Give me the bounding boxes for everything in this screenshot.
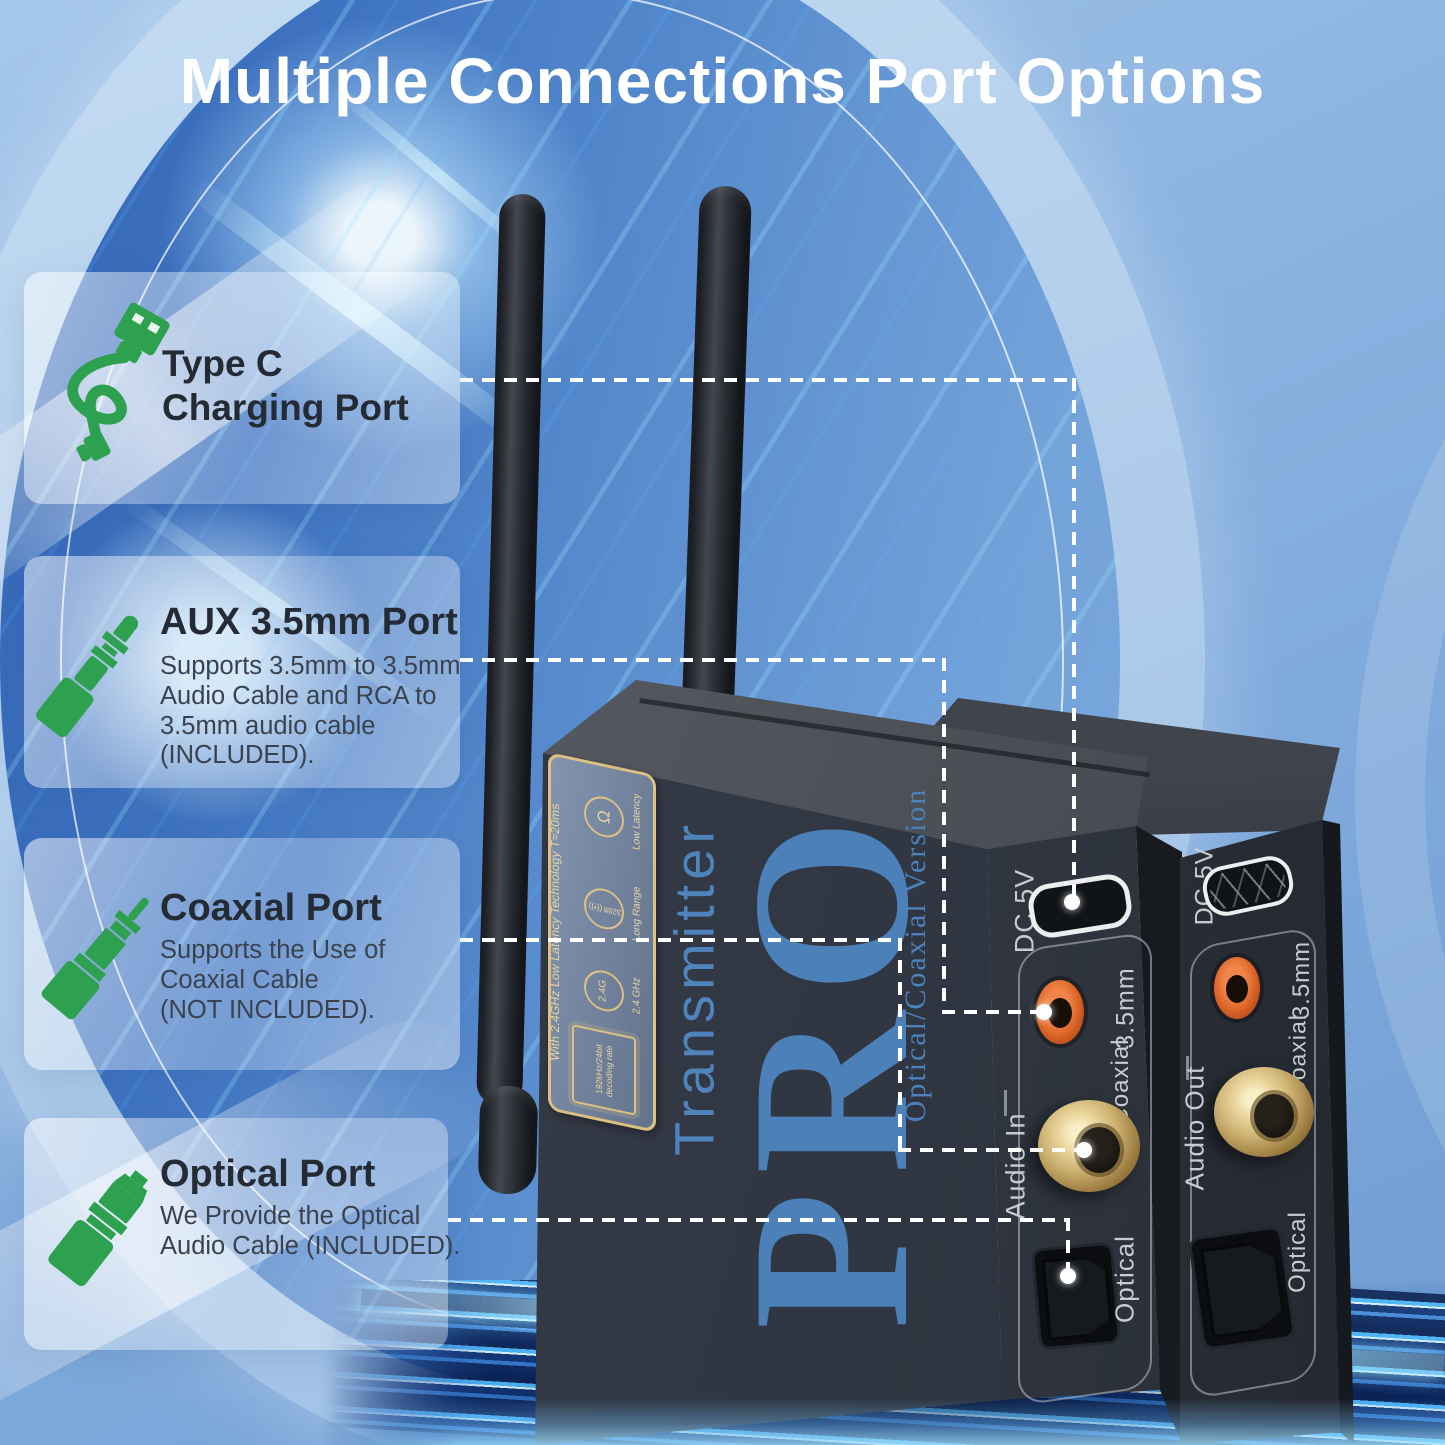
spec-badge-strip-text: With 2.4GHz Low Latency Technology T≈20m…	[548, 801, 562, 1062]
leader-coaxial-dot	[1076, 1142, 1092, 1158]
usb-c-pin-hatch	[1207, 860, 1289, 912]
aux-jack-icon	[4, 585, 175, 765]
label-separator	[1004, 1090, 1007, 1116]
optical-plug-icon	[12, 1141, 183, 1321]
callout-body-line: (INCLUDED).	[160, 741, 315, 770]
leader-optical-dot	[1060, 1268, 1076, 1284]
receiver-optical-label: Optical	[1284, 1211, 1311, 1293]
leader-aux-dot	[1036, 1004, 1052, 1020]
faint-right-ring	[1355, 150, 1445, 1440]
low-latency-label: Low Latency	[631, 792, 643, 852]
receiver-optical-port	[1187, 1225, 1297, 1351]
leader-type-c-dot	[1064, 894, 1080, 910]
callout-heading: Coaxial Port	[160, 887, 382, 929]
callout-heading: Optical Port	[160, 1153, 376, 1195]
callout-body-line: Audio Cable and RCA to	[160, 681, 437, 710]
left-antenna-hinge	[477, 1085, 539, 1195]
callout-body-line: 3.5mm audio cable	[160, 711, 376, 740]
page-title: Multiple Connections Port Options	[179, 45, 1266, 117]
leader-coaxial-v	[898, 938, 902, 1150]
transmitter-optical-port	[1030, 1241, 1122, 1351]
leader-type-c-h	[460, 378, 1076, 382]
receiver-audio-out-label: Audio Out	[1179, 1065, 1210, 1191]
callout-heading: AUX 3.5mm Port	[160, 601, 458, 643]
decoder-chip-icon: 192kHz/24bit decoding rate	[572, 1024, 636, 1116]
signal-waves: ((•))	[588, 901, 603, 914]
spec-badge: With 2.4GHz Low Latency Technology T≈20m…	[548, 752, 656, 1133]
signal-glyph: ((•))328ft	[589, 897, 621, 920]
callout-body-line: Coaxial Cable	[160, 965, 319, 994]
leader-optical-h	[448, 1218, 1070, 1222]
callout-body-line: We Provide the Optical	[160, 1202, 421, 1230]
band-icon: 2.4G	[584, 966, 624, 1016]
long-range-label: Long Range	[631, 885, 643, 943]
receiver-aux-port	[1214, 957, 1260, 1019]
coaxial-plug-icon	[13, 865, 186, 1044]
transmitter-audio-in-label: Audio In	[1000, 1112, 1031, 1220]
callout-body-line: Audio Cable (INCLUDED).	[160, 1231, 461, 1260]
coaxial-port-hole	[1254, 1093, 1294, 1138]
optical-port-shutter	[1042, 1254, 1114, 1340]
front-floor-glow	[330, 1398, 1445, 1445]
callout-heading-line: Charging Port	[162, 387, 409, 429]
leader-coaxial-h1	[460, 938, 902, 942]
leader-aux-h1	[460, 658, 946, 662]
decoder-chip-text: 192kHz/24bit decoding rate	[593, 1042, 614, 1098]
band-value: 2.4G	[597, 978, 609, 1003]
leader-optical-v	[1066, 1218, 1070, 1274]
edition-text: Optical/Coaxial Version	[899, 787, 932, 1123]
callout-heading-line: Type C	[162, 343, 283, 384]
transmitter-optical-label: Optical	[1109, 1235, 1140, 1323]
callout-body-line: Supports 3.5mm to 3.5mm	[160, 652, 461, 680]
label-separator	[1186, 1056, 1189, 1080]
aux-port-hole	[1226, 975, 1248, 1004]
low-latency-icon: Ω	[584, 792, 624, 842]
headphones-glyph: Ω	[594, 808, 614, 826]
receiver-coaxial-port	[1214, 1067, 1314, 1157]
long-range-icon: ((•))328ft	[584, 884, 624, 934]
usb-cable-icon	[14, 281, 205, 496]
leader-type-c-v	[1072, 378, 1076, 900]
callout-body-line: (NOT INCLUDED).	[160, 995, 375, 1024]
band-label: 2.4 GHz	[631, 976, 643, 1016]
leader-aux-h2	[942, 1010, 1042, 1014]
leader-aux-v	[942, 658, 946, 1012]
callout-body-line: Supports the Use of	[160, 936, 386, 964]
long-range-value: 328ft	[603, 904, 622, 918]
optical-port-shutter	[1200, 1239, 1286, 1339]
leader-coaxial-h2	[898, 1148, 1080, 1152]
receiver-aux-label: 3.5mm	[1288, 940, 1315, 1020]
aux-port-hole	[1048, 998, 1072, 1029]
transmitter-aux-label: 3.5mm	[1111, 967, 1140, 1049]
